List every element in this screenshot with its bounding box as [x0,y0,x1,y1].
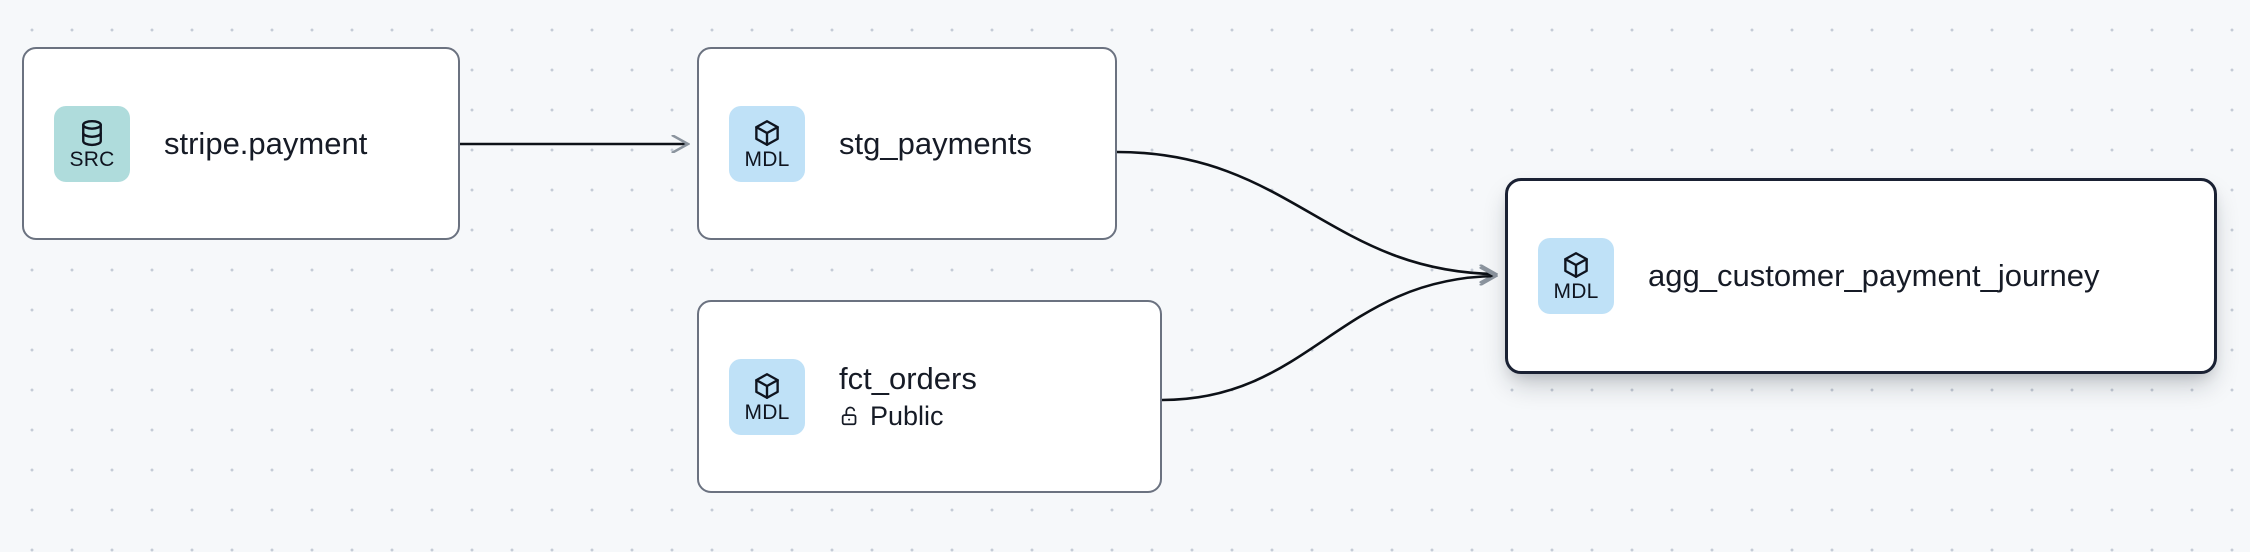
node-body: agg_customer_payment_journey [1648,258,2100,294]
lineage-node-agg-customer-payment-journey[interactable]: MDL agg_customer_payment_journey [1505,178,2217,374]
cube-icon [1561,250,1591,280]
edge-fct-to-agg [1161,276,1496,402]
unlock-icon [839,405,861,427]
node-title: agg_customer_payment_journey [1648,258,2100,294]
lineage-node-fct-orders[interactable]: MDL fct_orders Public [697,300,1162,493]
node-type-label: SRC [69,147,115,171]
database-icon [77,118,107,148]
node-type-badge-mdl: MDL [729,358,805,435]
node-type-label: MDL [744,147,790,171]
node-body: stripe.payment [164,125,368,161]
node-visibility-badge: Public [839,400,977,431]
node-type-label: MDL [744,400,790,424]
node-type-badge-src: SRC [54,105,130,182]
lineage-node-stg-payments[interactable]: MDL stg_payments [697,47,1117,240]
node-type-badge-mdl: MDL [1538,238,1614,314]
node-title: stripe.payment [164,125,368,161]
lineage-node-stripe-payment[interactable]: SRC stripe.payment [22,47,460,240]
cube-icon [752,118,782,148]
node-type-label: MDL [1553,280,1599,303]
node-visibility-label: Public [870,400,944,431]
node-body: fct_orders Public [839,362,977,431]
node-title: stg_payments [839,125,1032,161]
node-type-badge-mdl: MDL [729,105,805,182]
node-body: stg_payments [839,125,1032,161]
edge-stg-to-agg [1116,150,1496,274]
cube-icon [752,371,782,401]
node-title: fct_orders [839,361,977,397]
